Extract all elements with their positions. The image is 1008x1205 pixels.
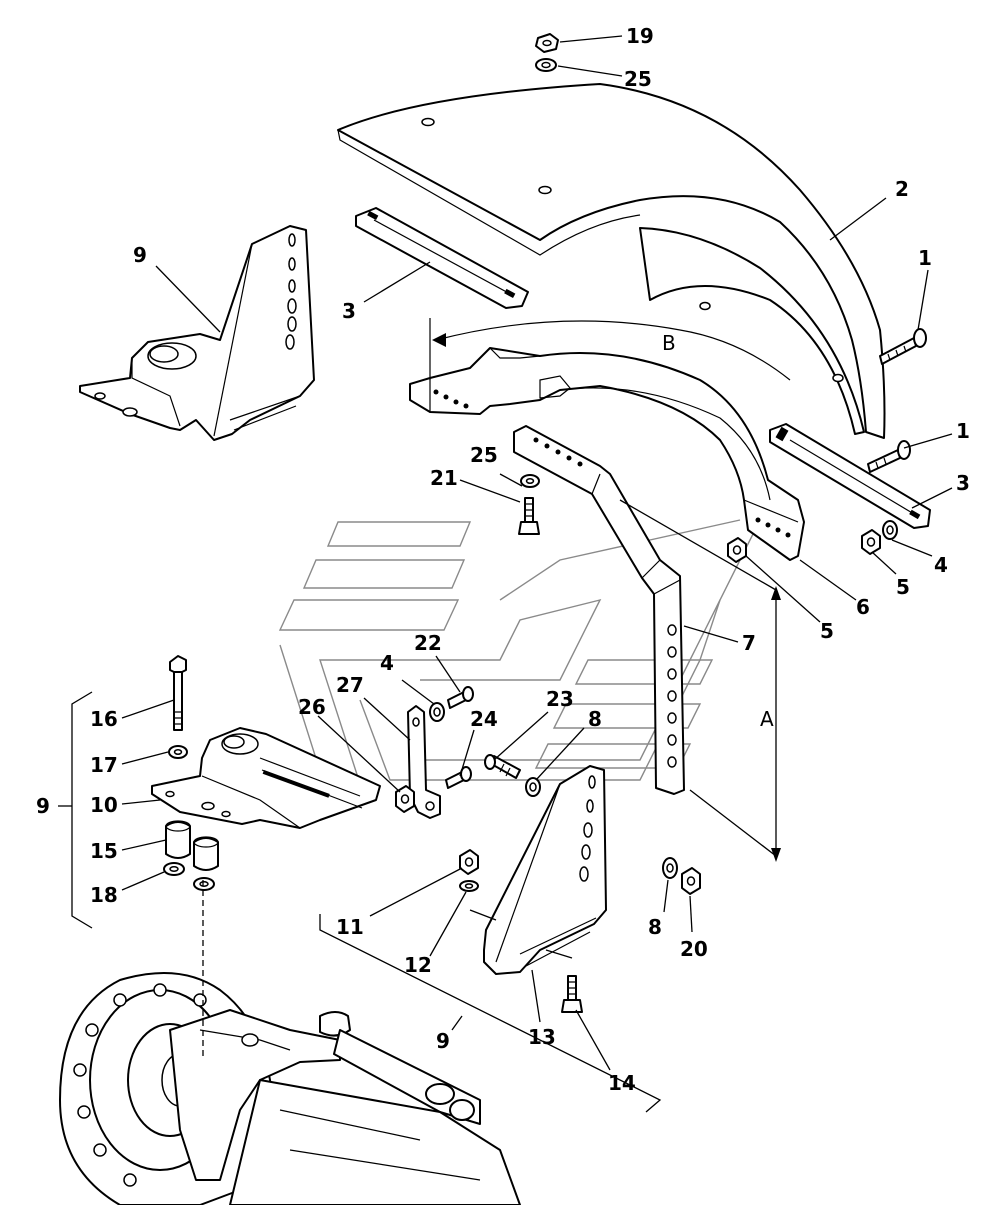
callout-8-middle: 8 xyxy=(588,707,602,731)
callout-5-center: 5 xyxy=(820,619,834,643)
callout-25-middle: 25 xyxy=(470,443,498,467)
bushing-15-left xyxy=(165,820,191,859)
callout-3-upper: 3 xyxy=(342,299,356,323)
callout-18: 18 xyxy=(90,883,118,907)
callout-9-lower: 9 xyxy=(436,1029,450,1053)
callout-3-lower: 3 xyxy=(956,471,970,495)
bolt-16 xyxy=(169,655,187,731)
callout-4-right: 4 xyxy=(934,553,948,577)
bushing-15-right xyxy=(193,836,219,871)
washer-18-right xyxy=(193,877,215,891)
fender-part-2 xyxy=(337,83,886,439)
callout-4-middle: 4 xyxy=(380,651,394,675)
bolt-22 xyxy=(447,686,474,709)
bolt-1-upper xyxy=(879,328,927,365)
washer-17 xyxy=(168,745,188,759)
nut-11 xyxy=(459,849,479,875)
washer-18-left xyxy=(163,862,185,876)
washer-8-middle xyxy=(525,777,541,797)
callout-11: 11 xyxy=(336,915,364,939)
callout-8-right: 8 xyxy=(648,915,662,939)
axle-hub-assembly xyxy=(59,880,521,1205)
callout-7: 7 xyxy=(742,631,756,655)
callout-20: 20 xyxy=(680,937,708,961)
nut-19 xyxy=(535,33,559,53)
callout-9-left: 9 xyxy=(36,794,50,818)
callout-2: 2 xyxy=(895,177,909,201)
arched-bracket-6 xyxy=(409,347,805,561)
bent-strut-7 xyxy=(513,425,685,795)
callout-24: 24 xyxy=(470,707,498,731)
mount-assembly-9-lower xyxy=(483,765,607,975)
washer-25-middle xyxy=(520,474,540,488)
washer-4-middle xyxy=(429,702,445,722)
callout-14: 14 xyxy=(608,1071,636,1095)
callout-25-top: 25 xyxy=(624,67,652,91)
washer-25-top xyxy=(535,58,557,72)
bolt-24 xyxy=(445,766,472,789)
callout-1-upper: 1 xyxy=(918,246,932,270)
label-b: B xyxy=(662,331,676,355)
bolt-21 xyxy=(518,497,540,535)
nut-5-right xyxy=(861,529,881,555)
callout-26: 26 xyxy=(298,695,326,719)
callout-labels: 19 25 2 9 1 3 B 1 25 21 3 4 5 6 5 7 22 4… xyxy=(36,24,970,1095)
washer-12 xyxy=(459,880,479,892)
bolt-1-lower xyxy=(867,440,911,473)
washer-4-right xyxy=(882,520,898,540)
callout-13: 13 xyxy=(528,1025,556,1049)
callout-22: 22 xyxy=(414,631,442,655)
label-a: A xyxy=(760,707,774,731)
hub-bolts xyxy=(73,983,207,1187)
callout-23: 23 xyxy=(546,687,574,711)
callout-27: 27 xyxy=(336,673,364,697)
callout-17: 17 xyxy=(90,753,118,777)
callout-12: 12 xyxy=(404,953,432,977)
callout-5-right: 5 xyxy=(896,575,910,599)
callout-10: 10 xyxy=(90,793,118,817)
nut-5-center xyxy=(727,537,747,563)
washer-8-right xyxy=(662,857,678,879)
slotted-strap-3-upper xyxy=(355,207,529,309)
watermark-graphic xyxy=(278,519,761,791)
callout-15: 15 xyxy=(90,839,118,863)
callout-6: 6 xyxy=(856,595,870,619)
bolt-14 xyxy=(561,975,583,1013)
callout-16: 16 xyxy=(90,707,118,731)
slotted-strap-3-lower xyxy=(769,423,931,529)
callout-19: 19 xyxy=(626,24,654,48)
callout-21: 21 xyxy=(430,466,458,490)
dimension-a xyxy=(771,586,781,862)
mount-assembly-9-upper xyxy=(79,225,315,441)
callout-1-lower: 1 xyxy=(956,419,970,443)
nut-26 xyxy=(395,785,415,813)
mount-plate-10 xyxy=(151,727,381,829)
bolt-23 xyxy=(484,754,521,779)
leader-lines xyxy=(58,35,953,1113)
nut-20 xyxy=(681,867,701,895)
strut-holes xyxy=(667,624,677,768)
callout-9-upper: 9 xyxy=(133,243,147,267)
dimension-b xyxy=(429,318,791,381)
